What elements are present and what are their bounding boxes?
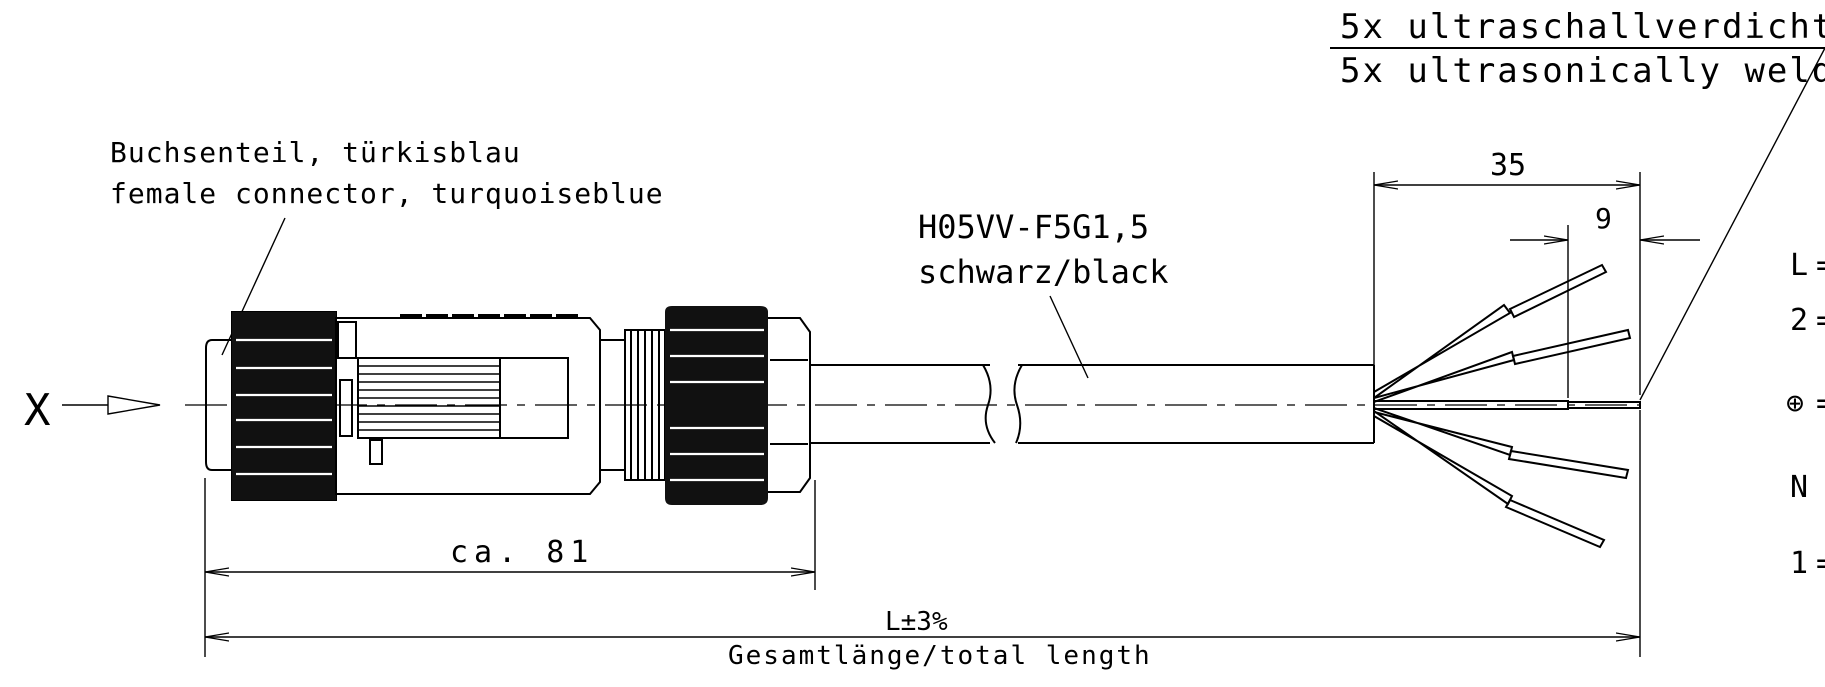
dimension-connector: [204, 478, 816, 657]
dimension-total: [205, 410, 1641, 657]
weld-label-de: 5x ultraschallverdichtet: [1340, 7, 1825, 47]
connector-front-cap: [205, 339, 232, 471]
conductor-label-2: 2: [1790, 303, 1808, 338]
conductor-label-l: L: [1790, 248, 1808, 283]
dimension-ferrule: [1510, 225, 1700, 398]
total-length-caption: Gesamtlänge/total length: [728, 641, 1152, 671]
conductor-1: [1373, 303, 1512, 400]
dimension-strip: [1373, 172, 1641, 395]
strip-length-value: 35: [1490, 148, 1526, 183]
svg-text:=: =: [1816, 546, 1825, 581]
conductor-assignment-list: L = 2 = ⊕ = N 1 =: [1786, 248, 1825, 581]
svg-text:=: =: [1816, 303, 1825, 338]
female-connector: [205, 306, 811, 505]
svg-text:=: =: [1816, 386, 1825, 421]
total-length-value: L±3%: [885, 607, 948, 637]
conductor-label-n: N: [1790, 470, 1808, 505]
weld-label-en: 5x ultrasonically welded: [1340, 51, 1825, 91]
connector-housing: [335, 317, 601, 495]
cable-color-label: schwarz/black: [918, 253, 1168, 291]
connector-label-de: Buchsenteil, türkisblau: [110, 136, 521, 169]
stripped-conductors: [1373, 263, 1641, 549]
view-marker-x: X: [24, 385, 51, 436]
connector-length-value: ca. 81: [450, 535, 594, 570]
cable-sheath: [810, 364, 1375, 444]
coupling-nut-rear: [665, 306, 768, 505]
view-arrow-head: [107, 395, 161, 415]
conductor-2: [1373, 350, 1516, 404]
thread-section: [624, 329, 666, 481]
conductor-n: [1373, 406, 1514, 457]
cable-type-label: H05VV-F5G1,5: [918, 208, 1149, 246]
conductor-label-1: 1: [1790, 546, 1808, 581]
connector-label-en: female connector, turquoiseblue: [110, 177, 664, 210]
conductor-3: [1373, 409, 1514, 506]
svg-text:=: =: [1816, 248, 1825, 283]
ferrule-length-value: 9: [1595, 202, 1612, 235]
cable-gland: [768, 317, 811, 493]
weld-leader-line: [1639, 47, 1825, 401]
conductor-label-pe: ⊕: [1786, 386, 1804, 421]
